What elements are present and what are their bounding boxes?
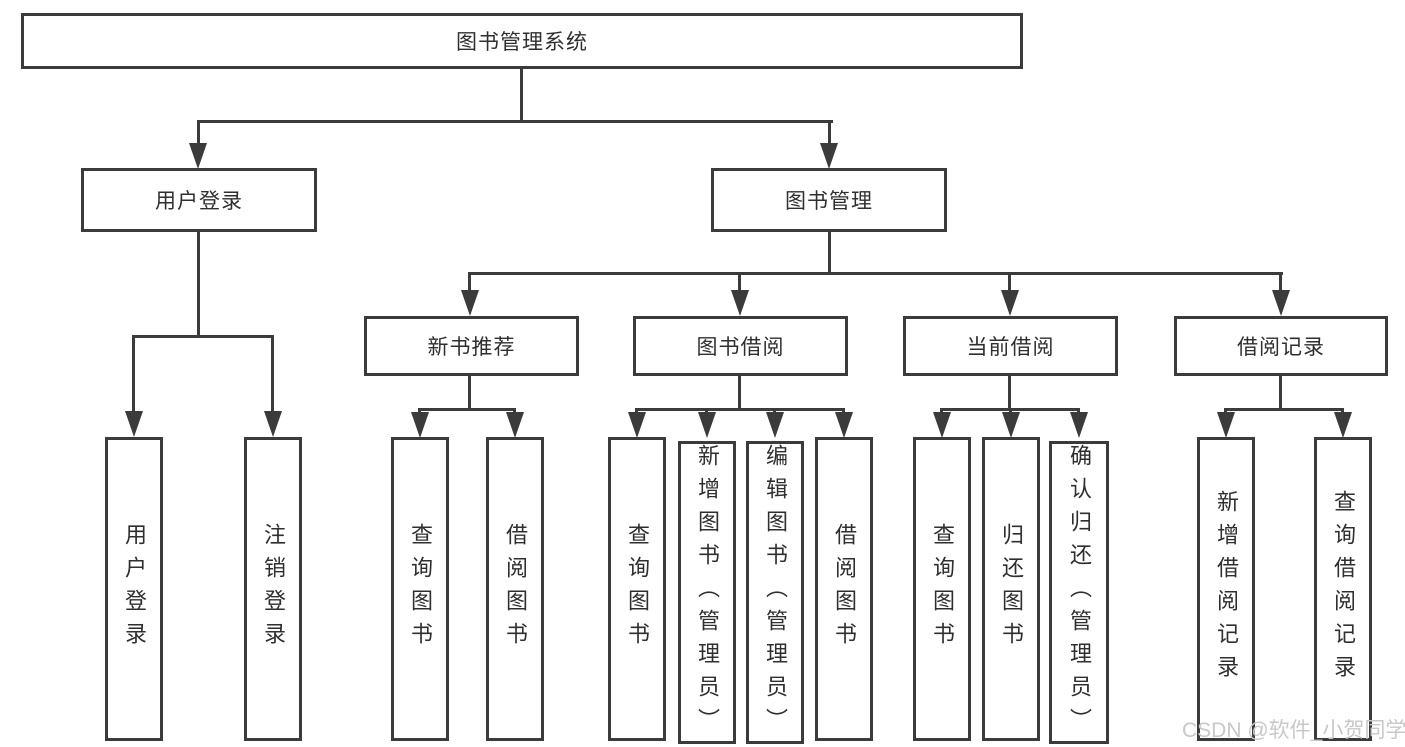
connector-line — [197, 120, 200, 144]
leaf-label: 借阅图书 — [832, 523, 857, 655]
connector-line — [738, 376, 741, 411]
connector-line — [1279, 272, 1282, 292]
leaf-current-query-book: 查询图书 — [913, 437, 971, 741]
leaf-label: 查询图书 — [930, 523, 955, 655]
connector-line — [738, 272, 741, 292]
leaf-rec-borrow-book: 借阅图书 — [486, 437, 544, 741]
leaf-label: 确认归还（管理员） — [1067, 444, 1092, 741]
connector-line — [1224, 408, 1344, 411]
leaf-borrow-book: 借阅图书 — [815, 437, 873, 741]
connector-line — [1279, 376, 1282, 411]
leaf-label: 用户登录 — [122, 523, 147, 655]
connector-line — [828, 120, 831, 144]
leaf-label: 查询图书 — [625, 523, 650, 655]
connector-line — [520, 69, 523, 120]
leaf-return-book: 归还图书 — [982, 437, 1040, 741]
node-borrow-record: 借阅记录 — [1174, 316, 1388, 376]
node-new-book-rec: 新书推荐 — [364, 316, 579, 376]
leaf-user-login: 用户登录 — [105, 437, 163, 741]
arrow-down-icon — [189, 143, 207, 169]
connector-line — [132, 335, 135, 411]
arrow-down-icon — [1002, 412, 1020, 438]
arrow-down-icon — [1217, 412, 1235, 438]
leaf-borrow-query-book: 查询图书 — [608, 437, 666, 741]
leaf-query-borrow-record: 查询借阅记录 — [1314, 437, 1372, 741]
arrow-down-icon — [698, 412, 716, 438]
leaf-label: 借阅图书 — [503, 523, 528, 655]
arrow-down-icon — [766, 412, 784, 438]
arrow-down-icon — [1001, 290, 1019, 316]
arrow-down-icon — [628, 412, 646, 438]
arrow-down-icon — [731, 290, 749, 316]
arrow-down-icon — [835, 412, 853, 438]
leaf-rec-query-book: 查询图书 — [391, 437, 449, 741]
arrow-down-icon — [506, 412, 524, 438]
arrow-down-icon — [1070, 412, 1088, 438]
leaf-confirm-return-admin: 确认归还（管理员） — [1049, 441, 1109, 744]
node-book-borrow: 图书借阅 — [633, 316, 848, 376]
connector-line — [197, 232, 200, 337]
connector-line — [468, 272, 1283, 275]
leaf-label: 新增图书（管理员） — [695, 444, 720, 741]
leaf-label: 查询借阅记录 — [1331, 490, 1356, 688]
connector-line — [132, 335, 274, 338]
arrow-down-icon — [264, 411, 282, 437]
leaf-label: 编辑图书（管理员） — [763, 444, 788, 741]
node-book-mgmt: 图书管理 — [711, 168, 947, 232]
arrow-down-icon — [820, 143, 838, 169]
leaf-logout: 注销登录 — [244, 437, 302, 741]
leaf-edit-book-admin: 编辑图书（管理员） — [746, 441, 804, 744]
connector-line — [1008, 272, 1011, 292]
leaf-label: 归还图书 — [999, 523, 1024, 655]
node-current-borrow: 当前借阅 — [903, 316, 1118, 376]
arrow-down-icon — [1334, 412, 1352, 438]
watermark: CSDN @软件_小贺同学 — [1182, 719, 1405, 742]
connector-line — [635, 408, 845, 411]
connector-line — [468, 272, 471, 292]
connector-line — [418, 408, 516, 411]
connector-line — [271, 335, 274, 411]
leaf-label: 注销登录 — [261, 523, 286, 655]
arrow-down-icon — [125, 411, 143, 437]
arrow-down-icon — [411, 412, 429, 438]
arrow-down-icon — [1272, 290, 1290, 316]
arrow-down-icon — [461, 290, 479, 316]
connector-line — [828, 232, 831, 275]
leaf-label: 新增借阅记录 — [1214, 490, 1239, 688]
connector-line — [197, 120, 833, 123]
node-root: 图书管理系统 — [21, 13, 1023, 69]
arrow-down-icon — [933, 412, 951, 438]
connector-line — [1008, 376, 1011, 411]
leaf-add-borrow-record: 新增借阅记录 — [1197, 437, 1255, 741]
leaf-label: 查询图书 — [408, 523, 433, 655]
leaf-add-book-admin: 新增图书（管理员） — [678, 441, 736, 744]
node-user-login: 用户登录 — [81, 168, 317, 232]
connector-line — [468, 376, 471, 411]
